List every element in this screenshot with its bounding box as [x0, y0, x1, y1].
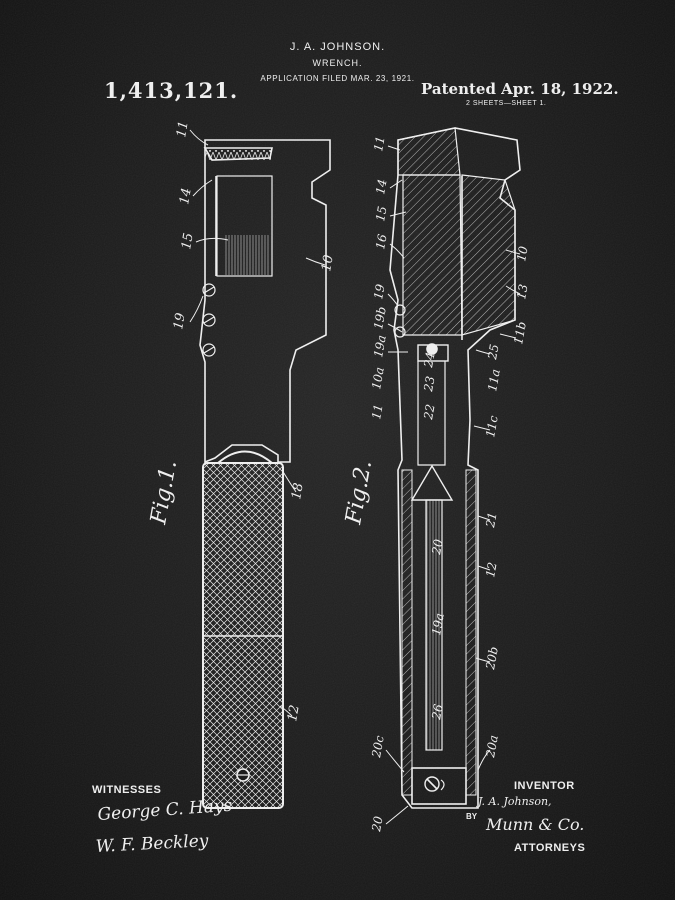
fig1-wrench	[200, 140, 330, 808]
inventor-name-footer: J. A. Johnson,	[478, 795, 552, 808]
witness-signature-1: George C. Hays	[97, 796, 233, 825]
fig1-body-outline	[200, 140, 330, 462]
fig2-fixed-hatch	[462, 175, 515, 335]
ref-numeral: 20	[429, 538, 446, 557]
inventor-label: INVENTOR	[514, 780, 575, 792]
ref-numeral: 20	[369, 815, 386, 834]
ref-numeral: 11	[369, 403, 385, 420]
witness-signature-2: W. F. Beckley	[95, 831, 209, 857]
ref-numeral: 14	[373, 178, 389, 195]
fig2-sleeve-right	[466, 470, 476, 795]
ref-numeral: 22	[421, 403, 438, 421]
ref-numeral: 10	[319, 254, 337, 273]
ref-numeral: 11a	[485, 368, 503, 393]
ref-numeral: 16	[373, 233, 390, 251]
fig2-wrench-section	[390, 128, 520, 808]
fig1-screws	[203, 284, 215, 356]
ref-numeral: 19b	[371, 305, 389, 330]
ref-numeral: 19	[371, 283, 388, 301]
ref-numeral: 26	[429, 703, 446, 722]
ref-numeral: 21	[483, 511, 500, 529]
by-label: BY	[466, 812, 477, 821]
ref-numeral: 11c	[483, 414, 501, 438]
ref-numeral: 12	[483, 561, 499, 578]
ref-numeral: 10a	[369, 366, 387, 391]
ref-numeral: 25	[485, 343, 502, 361]
ref-numeral: 20b	[483, 645, 501, 671]
ref-numeral: 12	[285, 704, 303, 723]
fig2-label: Fig.2.	[341, 458, 377, 527]
fig1-teeth	[205, 150, 271, 160]
ref-numeral: 13	[514, 283, 531, 301]
fig2-cone	[412, 466, 452, 500]
ref-numeral: 14	[177, 187, 195, 206]
fig2-jaw-hatch	[398, 128, 460, 175]
witness-signatures: George C. Hays W. F. Beckley	[95, 796, 233, 857]
fig1-handle-cap	[218, 452, 272, 464]
ref-numeral: 20c	[369, 734, 387, 759]
ref-numeral: 15	[179, 232, 197, 251]
fig2-sleeve-left	[402, 470, 412, 795]
attorneys-label: ATTORNEYS	[514, 842, 585, 854]
fig1-label: Fig.1.	[146, 458, 182, 527]
witnesses-label: WITNESSES	[92, 784, 161, 796]
ref-numeral: 18	[289, 482, 307, 501]
fig1-worm-thread	[225, 235, 270, 275]
ref-numeral: 19a	[371, 334, 389, 359]
attorney-signature: Munn & Co.	[485, 815, 584, 834]
ref-numeral: 24	[421, 351, 438, 369]
ref-numeral: 11b	[511, 320, 529, 345]
ref-numeral: 15	[373, 205, 389, 222]
ref-numeral: 19a	[429, 612, 447, 637]
ref-numeral: 11	[371, 135, 387, 152]
ref-numeral: 19	[171, 312, 189, 331]
ref-numeral: 23	[421, 375, 438, 394]
fig2-slide-hatch	[403, 175, 462, 335]
ref-numeral: 11	[174, 120, 192, 139]
